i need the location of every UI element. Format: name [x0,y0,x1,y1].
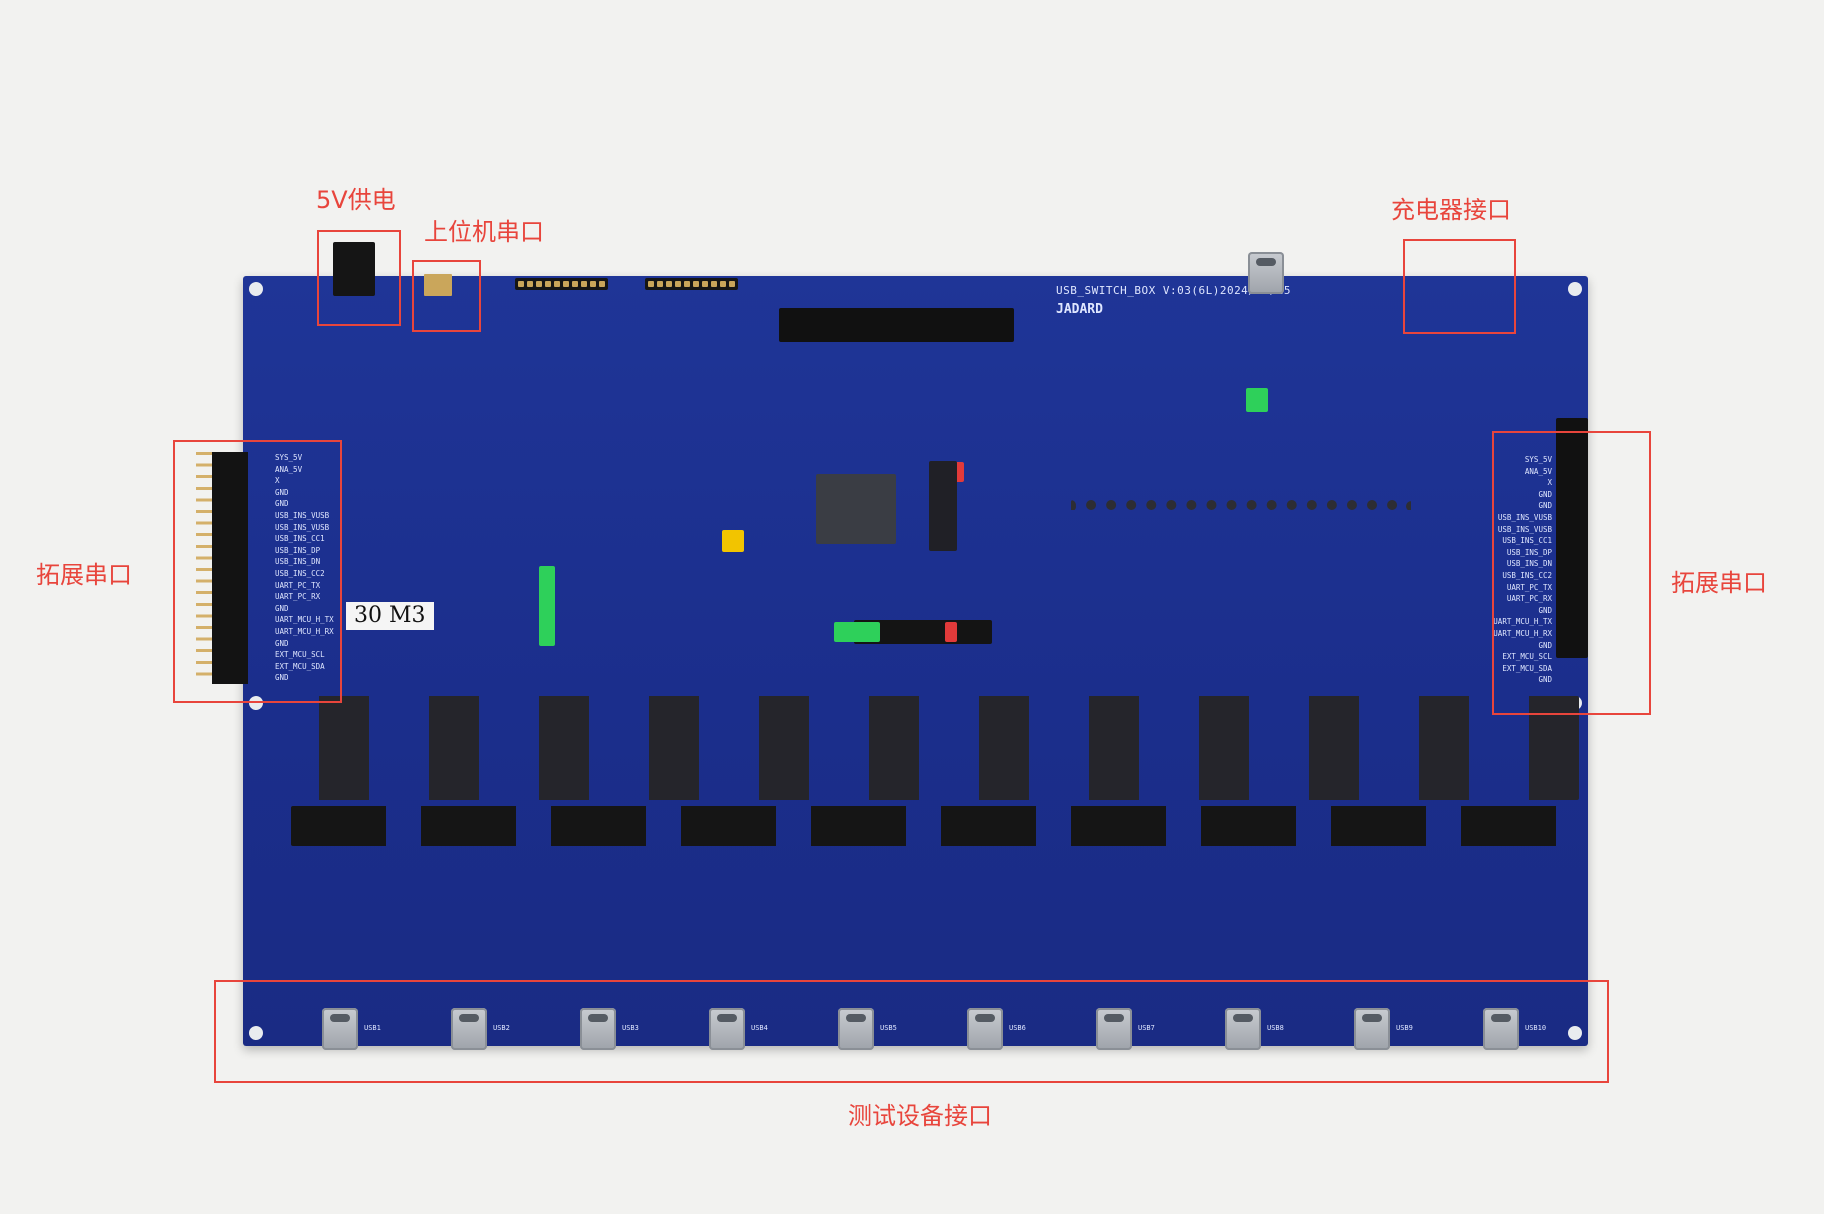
board-brand-silk: JADARD [1056,302,1103,317]
usb-port-label: USB4 [751,1024,768,1032]
usb-c-port [1483,1008,1519,1050]
ext-left-highlight [173,440,342,703]
usb-port-label: USB5 [880,1024,897,1032]
usb-port-label: USB9 [1396,1024,1413,1032]
usb-port-label: USB6 [1009,1024,1026,1032]
mount-hole [249,1026,263,1040]
usb-c-port [709,1008,745,1050]
charger-label: 充电器接口 [1391,196,1511,224]
usb-c-port [1354,1008,1390,1050]
board-model-silk: USB_SWITCH_BOX V:03(6L)2024/12/25 [1056,284,1292,297]
test-ports-label: 测试设备接口 [848,1102,992,1130]
pcb-board: USB_SWITCH_BOX V:03(6L)2024/12/25 JADARD… [243,242,1591,1046]
usb-c-port [967,1008,1003,1050]
test-ports-highlight [214,980,1609,1083]
charger-highlight [1403,239,1516,334]
dc-jack [333,242,375,296]
main-header [779,308,1014,342]
usb-c-port [451,1008,487,1050]
yellow-jumper [722,530,744,552]
right-ext-header [1556,418,1588,658]
top-header-1 [515,278,608,290]
mount-hole [249,282,263,296]
power-label: 5V供电 [316,186,396,214]
mux-ic-row [259,696,1579,800]
charger-usb-c [1248,252,1284,294]
usb-port-label: USB3 [622,1024,639,1032]
ic-row [1071,500,1411,558]
usb-c-port [1225,1008,1261,1050]
green-jumper-right [1246,388,1268,412]
left-header-body [212,452,248,684]
mount-hole [1568,1026,1582,1040]
usb-c-port [838,1008,874,1050]
left-header-pins [196,452,212,684]
red-jumper [945,622,957,642]
usb-c-port [1096,1008,1132,1050]
power-jack-highlight [317,230,401,326]
usb-port-label: USB2 [493,1024,510,1032]
ext-right-highlight [1492,431,1651,715]
usb-c-port [580,1008,616,1050]
host-serial-highlight [412,260,481,332]
ext-right-label: 拓展串口 [1671,569,1767,597]
mount-hole [1568,282,1582,296]
usb-port-label: USB1 [364,1024,381,1032]
mcu-chip [816,474,896,544]
sticker-label: 30 M3 [346,602,434,630]
ic-column [929,461,957,551]
usb-c-port [322,1008,358,1050]
green-jumpers [834,622,880,642]
usb-port-label: USB7 [1138,1024,1155,1032]
mini-usb-connector [424,274,452,296]
ext-left-label: 拓展串口 [36,561,132,589]
usb-port-label: USB10 [1525,1024,1547,1032]
host-serial-label: 上位机串口 [424,218,544,246]
green-jumper-column [539,566,555,646]
top-header-2 [645,278,738,290]
bottom-header-row [291,806,1591,846]
usb-port-label: USB8 [1267,1024,1284,1032]
